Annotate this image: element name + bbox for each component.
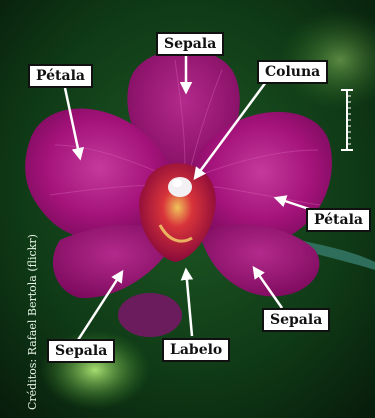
photo-credit: Créditos: Rafael Bertola (flickr) (26, 234, 39, 410)
label-labelo: Labelo (162, 338, 230, 362)
column-highlight (172, 179, 182, 187)
label-petala-left: Pétala (28, 64, 93, 88)
flower-bud (118, 293, 182, 337)
label-sepala-right: Sepala (262, 308, 330, 332)
label-sepala-left: Sepala (47, 339, 115, 363)
label-coluna: Coluna (257, 60, 328, 84)
label-sepala-top: Sepala (156, 32, 224, 56)
label-petala-right: Pétala (306, 208, 371, 232)
scale-bar (338, 88, 356, 152)
